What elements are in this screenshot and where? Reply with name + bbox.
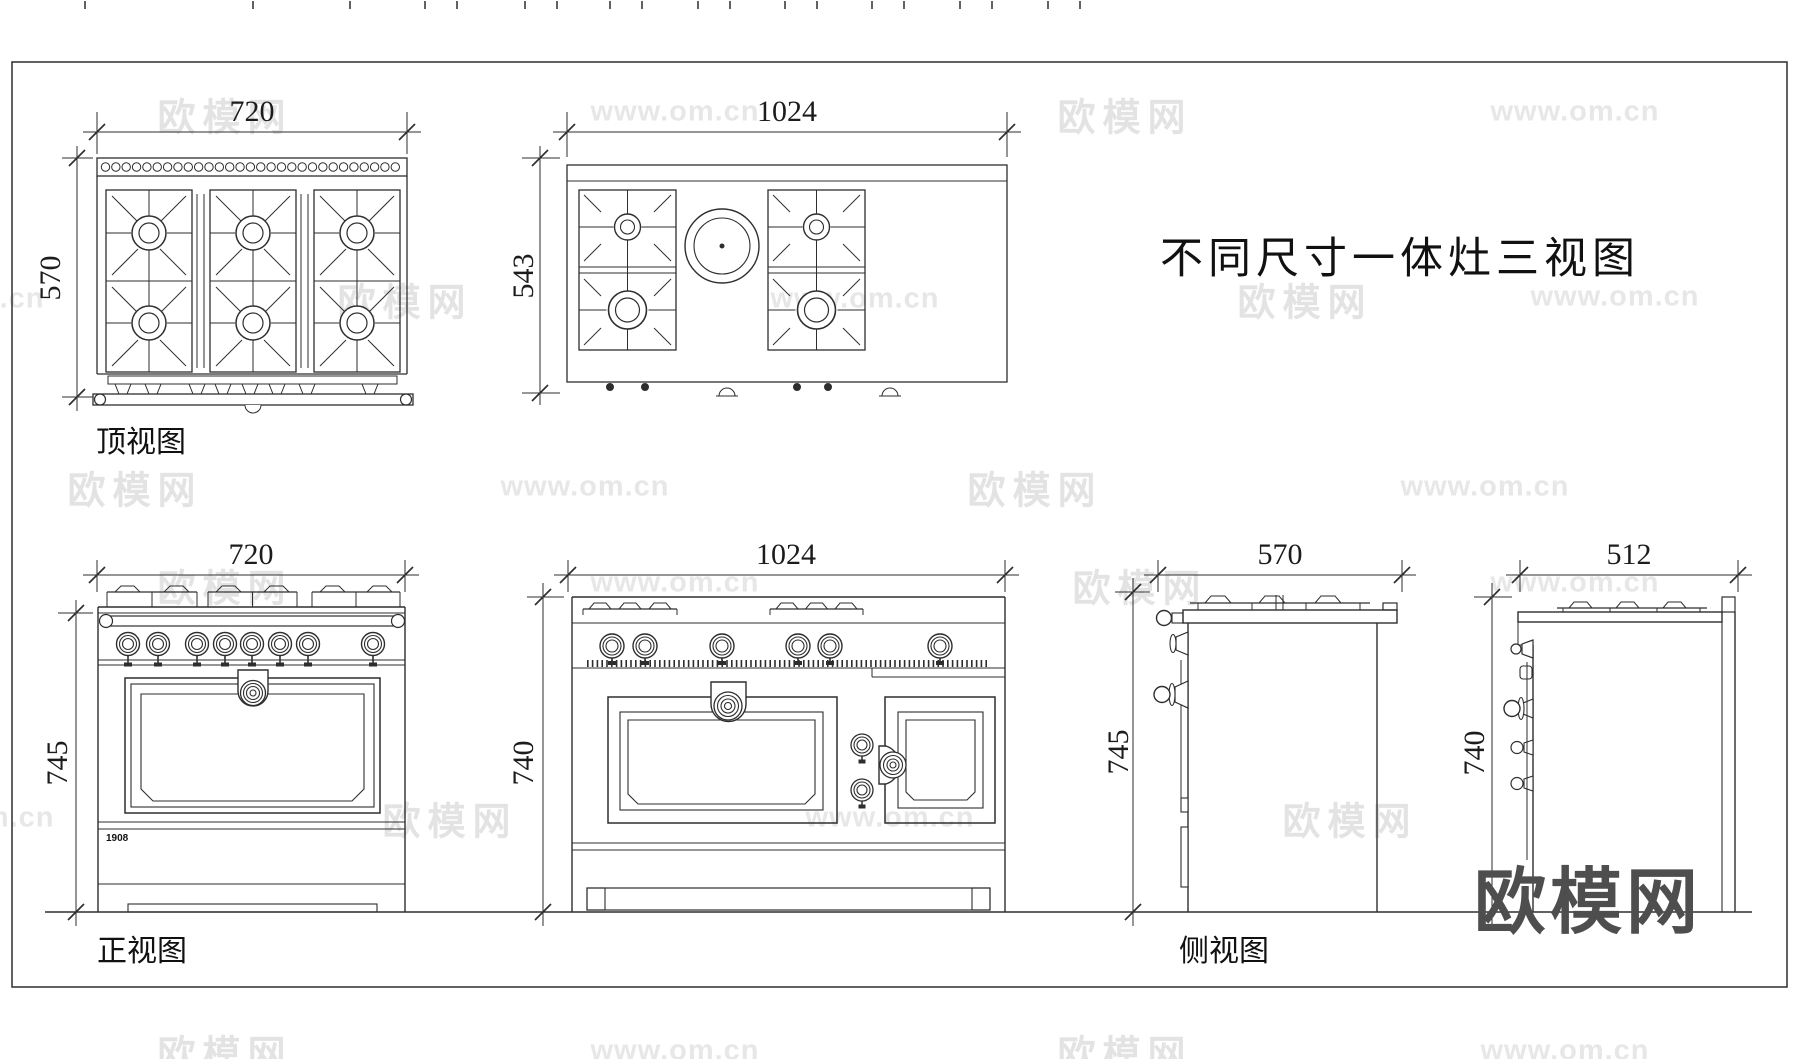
side-view-512: 512 740 — [1458, 538, 1752, 926]
dim-front-width-720: 720 — [229, 538, 274, 571]
dim-top-depth-543: 543 — [507, 254, 540, 299]
watermark-brand: 欧模网 — [67, 470, 203, 513]
label-top-view: 顶视图 — [96, 426, 186, 459]
drawing-frame — [11, 1, 1788, 988]
watermark-url: www.om.cn — [0, 282, 45, 315]
dim-side-height-740: 740 — [1458, 731, 1491, 776]
watermark-brand: 欧模网 — [1057, 1034, 1193, 1059]
watermark-url: www.om.cn — [590, 1034, 760, 1059]
label-side-view: 侧视图 — [1179, 935, 1269, 968]
side-view-570: 570 745 侧视图 — [1102, 538, 1416, 968]
watermark-brand: 欧模网 — [967, 470, 1103, 513]
watermark-url: www.om.cn — [1400, 470, 1570, 503]
watermark-url: www.om.cn — [1490, 95, 1660, 128]
dim-front-height-745: 745 — [41, 741, 74, 786]
front-view-720: 720 745 1908 正视图 — [41, 538, 419, 968]
dim-side-depth-512: 512 — [1607, 538, 1652, 571]
watermark-url: www.om.cn — [500, 470, 670, 503]
dim-top-width-720: 720 — [230, 95, 275, 128]
watermark-url: www.om.cn — [590, 566, 760, 599]
label-front-view: 正视图 — [97, 935, 187, 968]
dim-side-depth-570: 570 — [1258, 538, 1303, 571]
watermark-url: www.om.cn — [1530, 280, 1700, 313]
top-view-1024: 1024 543 — [507, 95, 1021, 405]
dim-front-height-740: 740 — [507, 741, 540, 786]
front-view-1024: 1024 740 — [507, 538, 1019, 926]
dim-side-height-745: 745 — [1102, 730, 1135, 775]
dim-front-width-1024: 1024 — [756, 538, 816, 571]
sheet-title: 不同尺寸一体灶三视图 — [1160, 236, 1640, 283]
watermark-url: www.om.cn — [805, 801, 975, 834]
dim-top-width-1024: 1024 — [757, 95, 817, 128]
watermark-brand: 欧模网 — [1282, 801, 1418, 844]
dim-top-depth-570: 570 — [34, 256, 67, 301]
model-badge: 1908 — [106, 833, 129, 844]
watermark-url: www.om.cn — [1490, 566, 1660, 599]
watermark-brand-large: 欧模网 — [1474, 860, 1703, 944]
top-view-720: 720 570 顶视图 — [34, 95, 421, 459]
watermark-brand: 欧模网 — [157, 1034, 293, 1059]
watermark-url: www.om.cn — [0, 801, 55, 834]
watermark-brand: 欧模网 — [1057, 97, 1193, 140]
watermark-url: www.om.cn — [1480, 1034, 1650, 1059]
watermark-brand: 欧模网 — [1237, 282, 1373, 325]
watermark-url: www.om.cn — [590, 95, 760, 128]
